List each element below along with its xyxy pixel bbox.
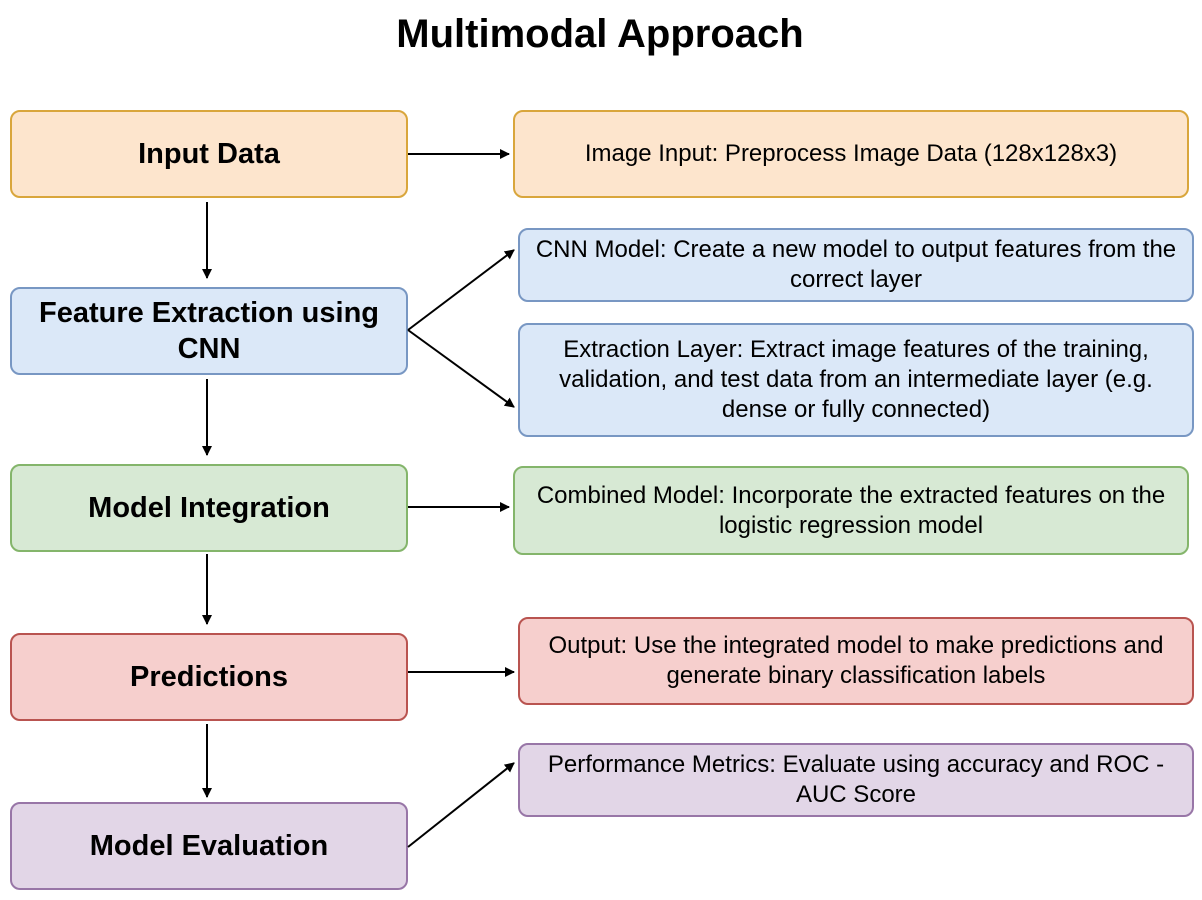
step-model-evaluation: Model Evaluation	[10, 802, 408, 890]
detail-combined-model: Combined Model: Incorporate the extracte…	[513, 466, 1189, 555]
detail-performance-metrics: Performance Metrics: Evaluate using accu…	[518, 743, 1194, 817]
arrow-feature-to-cnn-model	[407, 249, 515, 331]
diagram-title: Multimodal Approach	[396, 12, 804, 56]
step-model-integration: Model Integration	[10, 464, 408, 552]
arrow-feature-to-extraction-layer	[407, 329, 515, 408]
arrow-evaluation-to-metrics	[407, 762, 515, 848]
detail-cnn-model: CNN Model: Create a new model to output …	[518, 228, 1194, 302]
step-input-data: Input Data	[10, 110, 408, 198]
detail-output: Output: Use the integrated model to make…	[518, 617, 1194, 705]
detail-image-input: Image Input: Preprocess Image Data (128x…	[513, 110, 1189, 198]
detail-extraction-layer: Extraction Layer: Extract image features…	[518, 323, 1194, 437]
step-feature-extraction: Feature Extraction using CNN	[10, 287, 408, 375]
step-predictions: Predictions	[10, 633, 408, 721]
